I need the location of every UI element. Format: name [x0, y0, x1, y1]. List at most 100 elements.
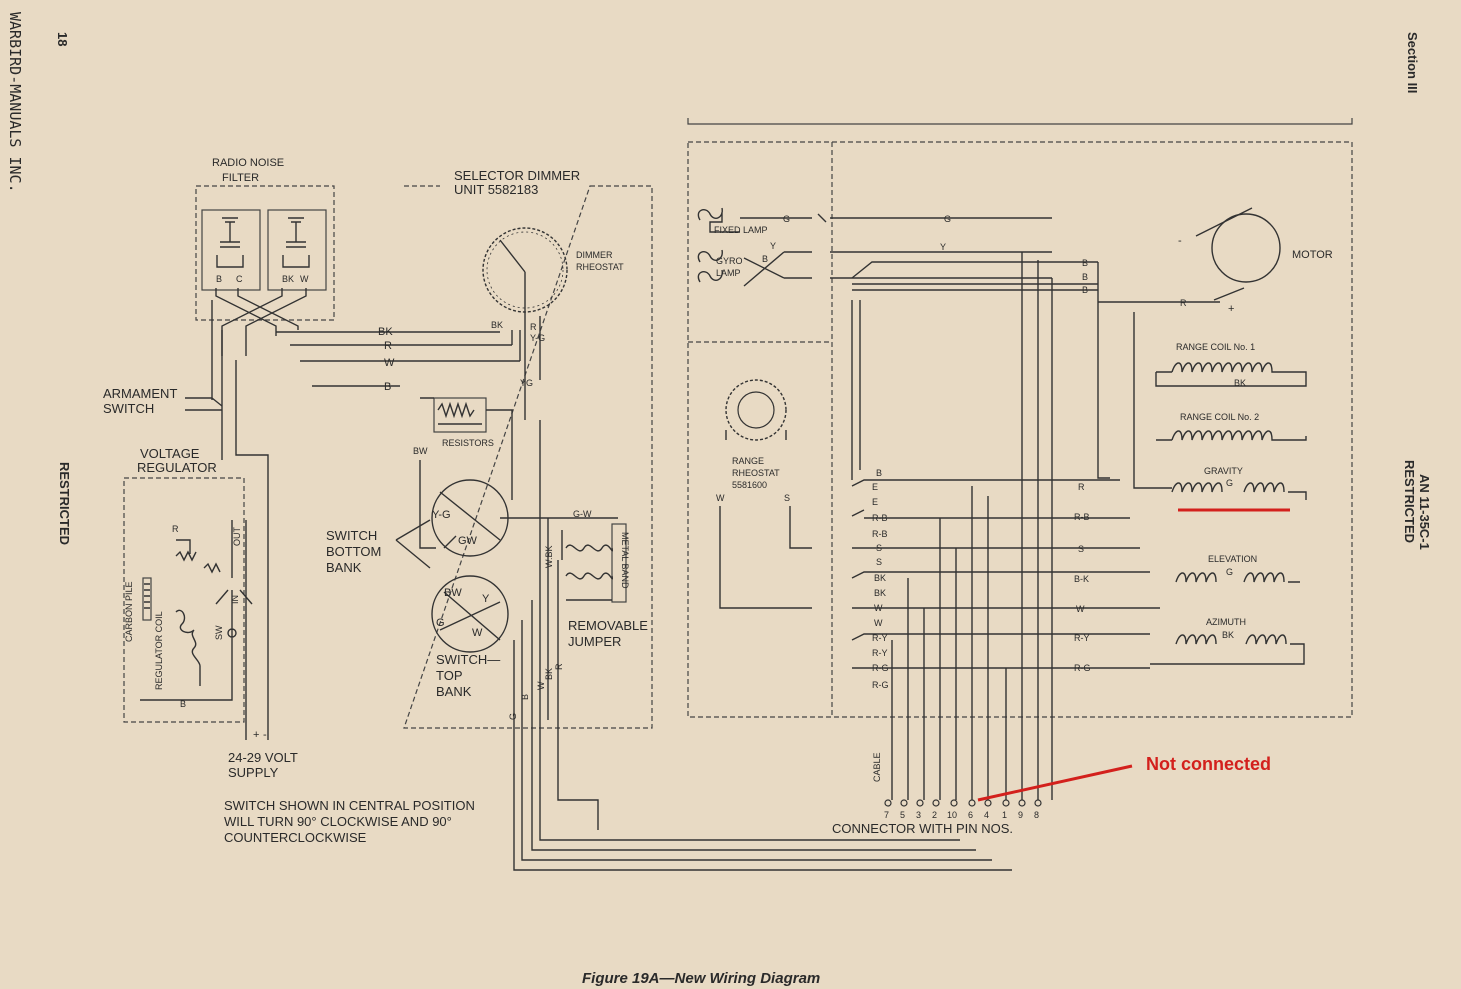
figure-caption: Figure 19A—New Wiring Diagram [582, 970, 820, 987]
elevation-label: ELEVATION [1208, 554, 1257, 564]
dimmer-label-bk: BK [491, 320, 503, 330]
lead-r: R [554, 663, 564, 670]
term-rb2: R-B [872, 529, 888, 539]
coil-section: RANGE COIL No. 1 BK RANGE COIL No. 2 GRA… [1133, 312, 1307, 665]
top-bank-label-w: W [472, 627, 483, 639]
reg-label-b: B [180, 699, 186, 709]
pin-6: 6 [968, 810, 973, 820]
motor-minus: - [1178, 235, 1182, 247]
restricted-right: RESTRICTED [1402, 460, 1417, 543]
metal-band-label: METAL BAND [620, 532, 630, 589]
right-label-r: R [1180, 298, 1187, 308]
label-gw: G-W [573, 509, 592, 519]
bus-label-w: W [384, 357, 395, 369]
pin-3: 3 [916, 810, 921, 820]
removable-jumper-label-2: JUMPER [568, 634, 621, 649]
bottom-bank-label-gw: GW [458, 535, 478, 547]
motor-plus: + [1228, 303, 1234, 315]
dimmer-rheostat-label: DIMMER [576, 250, 613, 260]
azimuth-label: AZIMUTH [1206, 617, 1246, 627]
doc-number: AN 11-35C-1 [1417, 474, 1432, 550]
label-wbk: W.BK [544, 545, 554, 568]
top-bank-label-y: Y [482, 593, 490, 605]
left-bus-wires: BK R W B [211, 300, 520, 520]
switch-bottom-bank-label-2: BOTTOM [326, 544, 381, 559]
run-rg: R-G [1074, 663, 1091, 673]
filter-terminal-c: C [236, 274, 243, 284]
reg-label-in: IN [230, 595, 240, 604]
switch-top-bank-label: SWITCH— [436, 652, 500, 667]
right-label-b2: B [1082, 272, 1088, 282]
regulator-coil-label: REGULATOR COIL [154, 611, 164, 690]
pin-7: 7 [884, 810, 889, 820]
gyro-lamp-label: GYRO [716, 256, 743, 266]
right-label-y: Y [940, 242, 946, 252]
note-line-2: WILL TURN 90° CLOCKWISE AND 90° [224, 814, 452, 829]
lamp-label-b: B [762, 254, 768, 264]
switch-top-bank-label-2: TOP [436, 668, 463, 683]
range-rheostat-label-2: RHEOSTAT [732, 468, 780, 478]
run-w: W [1076, 604, 1085, 614]
lamp-label-g: G [783, 214, 790, 224]
gyro-lamp-label-2: LAMP [716, 268, 741, 278]
lead-w: W [536, 681, 546, 690]
reg-label-r: R [172, 524, 179, 534]
bus-label-r: R [384, 340, 392, 352]
supply-plus: + [253, 729, 259, 741]
coil-tap-g1: G [1226, 478, 1233, 488]
voltage-regulator: VOLTAGE REGULATOR CARBON PILE REGULATOR … [123, 446, 269, 741]
radio-noise-filter-label-2: FILTER [222, 172, 259, 184]
rheostat-label-s: S [784, 493, 790, 503]
pin-5: 5 [900, 810, 905, 820]
radio-noise-filter-label: RADIO NOISE [212, 157, 284, 169]
term-ry1: R-Y [872, 633, 888, 643]
connector: CABLE 7 5 3 2 10 6 4 1 9 8 CONNECTOR WIT… [832, 752, 1042, 836]
section-label: Section III [1405, 32, 1420, 93]
switch-bottom-bank-label: SWITCH [326, 528, 377, 543]
bus-label-b: B [384, 381, 391, 393]
switch-bottom-bank-label-3: BANK [326, 560, 362, 575]
coil-tap-g2: G [1226, 567, 1233, 577]
restricted-left: RESTRICTED [57, 462, 72, 545]
top-bank-label-g: G [436, 617, 445, 629]
range-coil-1-label: RANGE COIL No. 1 [1176, 342, 1255, 352]
radio-noise-filter: RADIO NOISE FILTER B C BK W [195, 157, 335, 356]
term-rg2: R-G [872, 680, 889, 690]
indicator-unit: FIXED LAMP G GYRO LAMP Y B G Y B B B R -… [687, 118, 1353, 718]
rheostat-label-w: W [716, 493, 725, 503]
resistors-label: RESISTORS [442, 438, 494, 448]
term-bk1: BK [874, 573, 886, 583]
page-number: 18 [55, 32, 70, 46]
dimmer-label-r: R [530, 322, 537, 332]
term-b: B [876, 468, 882, 478]
voltage-regulator-label: VOLTAGE [140, 446, 200, 461]
supply-label: 24-29 VOLT [228, 750, 298, 765]
connector-label: CONNECTOR WITH PIN NOS. [832, 821, 1013, 836]
term-e1: E [872, 482, 878, 492]
terminal-strip: B E E R-B R-B S S BK BK W W R-Y R-Y R-G … [851, 252, 1160, 800]
selector-dimmer-label: SELECTOR DIMMER [454, 168, 580, 183]
supply-block: 24-29 VOLT SUPPLY SWITCH SHOWN IN CENTRA… [224, 750, 475, 845]
pin-1: 1 [1002, 810, 1007, 820]
lead-b: B [520, 694, 530, 700]
top-bank-label-bw: BW [444, 587, 462, 599]
term-s2: S [876, 557, 882, 567]
selector-dimmer-label-2: UNIT 5582183 [454, 182, 538, 197]
range-coil-2-label: RANGE COIL No. 2 [1180, 412, 1259, 422]
fixed-lamp-label: FIXED LAMP [714, 225, 768, 235]
supply-label-2: SUPPLY [228, 765, 279, 780]
dimmer-label-yg2: YG [520, 378, 533, 388]
lamp-label-y: Y [770, 241, 776, 251]
run-ry: R-Y [1074, 633, 1090, 643]
lead-g: G [508, 713, 518, 720]
run-rb: R-B [1074, 512, 1090, 522]
coil-tap-bk: BK [1234, 378, 1246, 388]
switch-top-bank-label-3: BANK [436, 684, 472, 699]
publisher-label: WARBIRD-MANUALS INC. [6, 12, 24, 193]
carbon-pile-label: CARBON PILE [124, 581, 134, 642]
filter-terminal-b: B [216, 274, 222, 284]
run-r: R [1078, 482, 1085, 492]
run-bk: B-K [1074, 574, 1089, 584]
armament-switch-label: ARMAMENT [103, 386, 177, 401]
